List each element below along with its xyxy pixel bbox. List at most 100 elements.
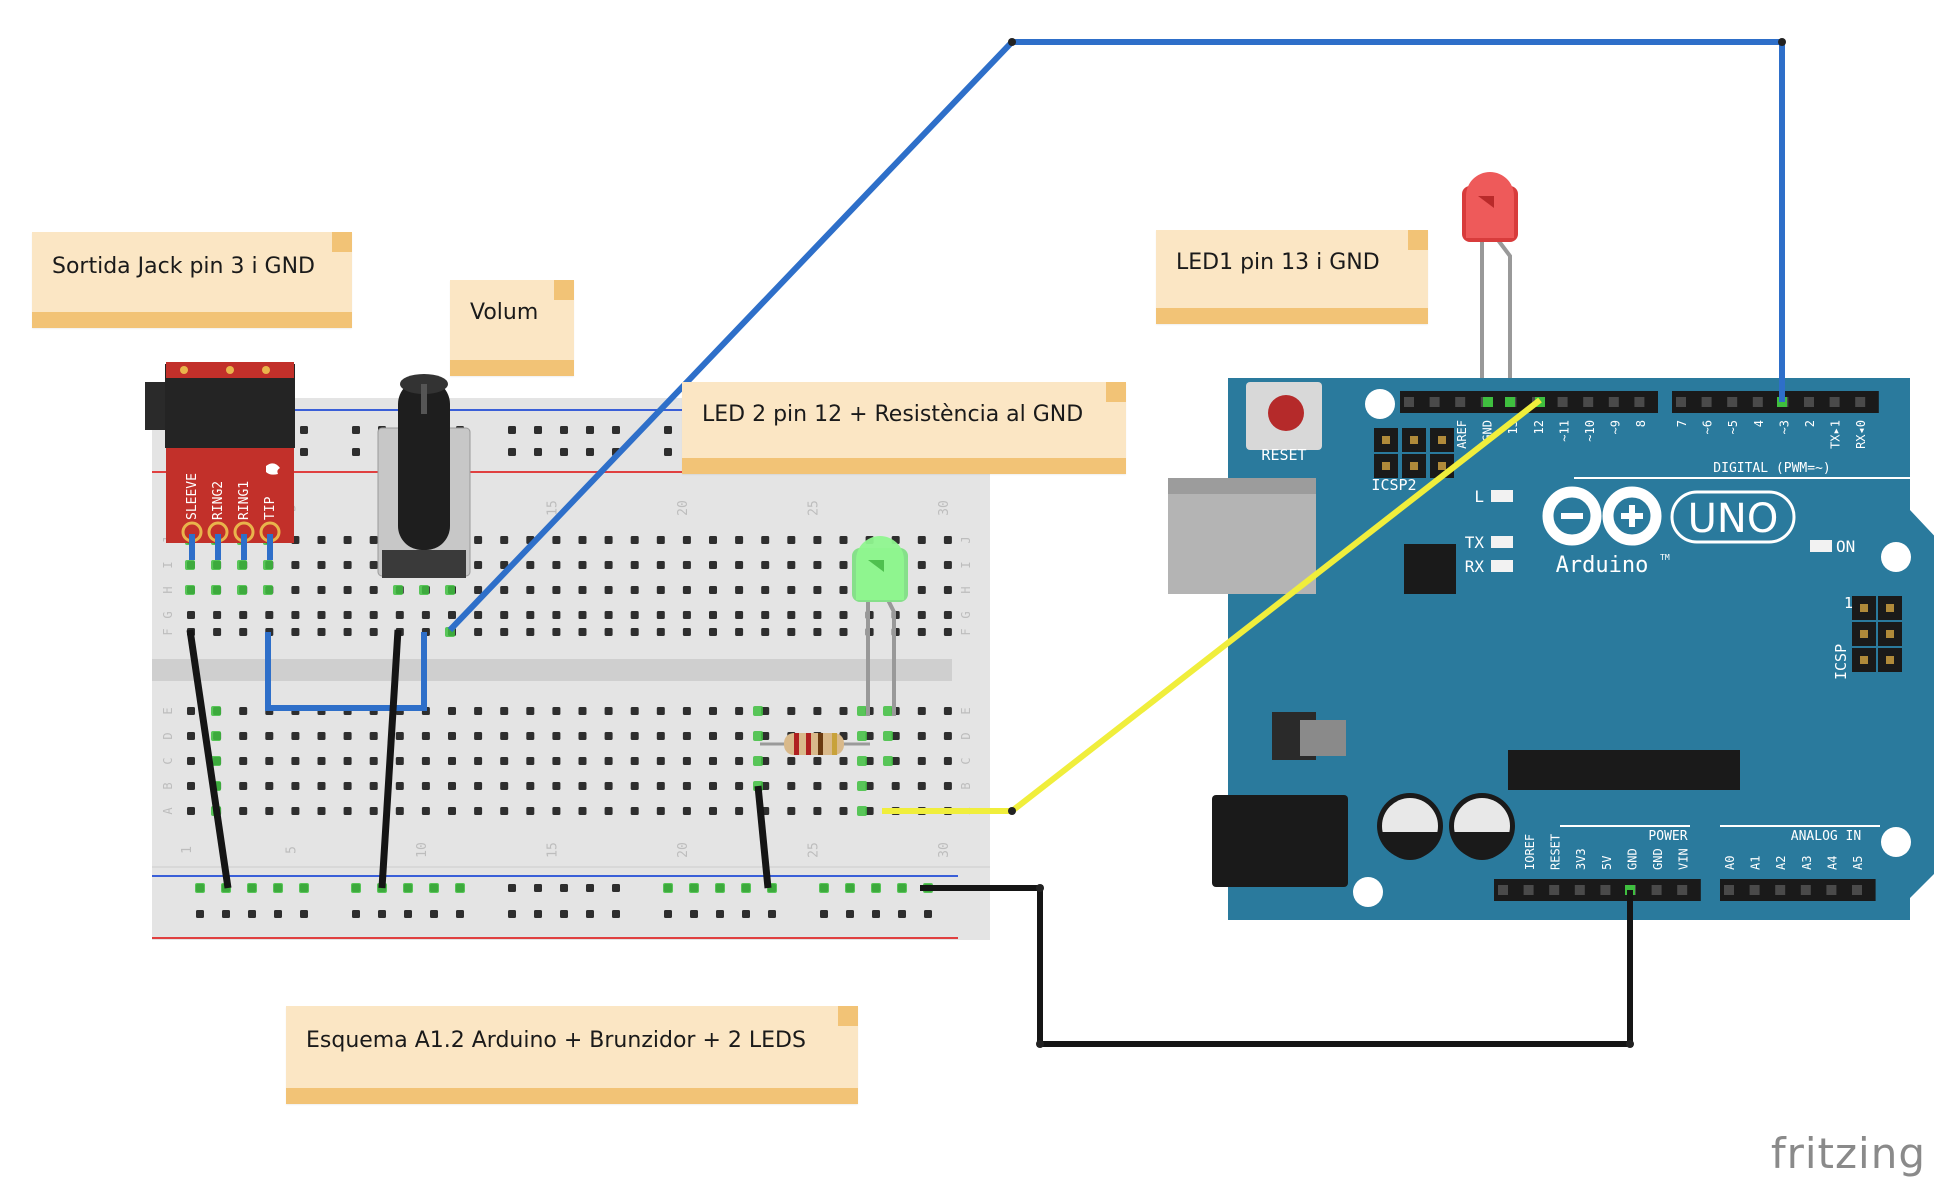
breadboard-hole: [735, 707, 744, 715]
jack-pin-label: RING2: [211, 481, 226, 520]
rail-hole: [300, 910, 308, 918]
wire-bend-point: [1036, 884, 1044, 892]
icsp-pin: [1860, 604, 1868, 612]
breadboard-hole: [369, 628, 378, 636]
breadboard-hole: [291, 561, 300, 569]
rail-hole: [300, 426, 308, 434]
pot-knob-mark: [421, 384, 427, 414]
breadboard-hole: [891, 732, 900, 740]
breadboard-hole: [682, 611, 691, 619]
breadboard-hole: [369, 807, 378, 815]
note-led1-text: LED1 pin 13 i GND: [1176, 250, 1380, 275]
arduino-board: [1228, 378, 1934, 920]
pot-knob: [398, 380, 450, 550]
jack-pins: [181, 521, 281, 560]
breadboard-hole: [630, 536, 639, 544]
breadboard-hole-connected: [663, 883, 673, 893]
header-pin: [1676, 397, 1686, 407]
breadboard-hole: [343, 628, 352, 636]
mounting-hole: [1365, 389, 1395, 419]
breadboard: 115510101515202025253030JJIIHHGGFFEEDDCC…: [152, 398, 990, 940]
breadboard-hole: [630, 561, 639, 569]
jack-pin-label: SLEEVE: [185, 473, 200, 520]
header-pin-connected: [1505, 397, 1515, 407]
breadboard-hole: [448, 732, 456, 740]
header-pin: [1749, 885, 1760, 895]
header-pin: [1701, 397, 1712, 407]
breadboard-hole: [656, 586, 665, 594]
breadboard-hole-connected: [211, 731, 221, 741]
led-rx-label: RX: [1465, 557, 1485, 576]
breadboard-hole: [709, 757, 717, 765]
reset-button[interactable]: [1268, 395, 1304, 431]
breadboard-hole: [578, 628, 587, 636]
breadboard-hole-connected: [393, 585, 403, 595]
green-led-anvil: [868, 560, 884, 572]
power-pin-label: VIN: [1677, 848, 1691, 870]
wire-bend-point: [1008, 807, 1016, 815]
breadboard-hole: [630, 732, 639, 740]
breadboard-hole: [552, 807, 561, 815]
breadboard-hole: [839, 586, 848, 594]
breadboard-hole: [369, 586, 378, 594]
power-pin-label: 5V: [1600, 856, 1614, 870]
led-tx-indicator: [1491, 536, 1513, 548]
rail-hole: [872, 910, 880, 918]
breadboard-hole: [761, 707, 770, 715]
breadboard-labels: 115510101515202025253030JJIIHHGGFFEEDDCC…: [161, 500, 973, 858]
breadboard-hole: [317, 732, 326, 740]
breadboard-hole-connected: [237, 585, 247, 595]
breadboard-hole-connected: [753, 706, 763, 716]
icsp-pin: [1886, 630, 1894, 638]
power-pin-label: RESET: [1549, 834, 1563, 870]
header-pin: [1724, 885, 1734, 895]
potentiometer: [377, 374, 471, 578]
power-jack: [1212, 795, 1348, 887]
analog-header: [1720, 879, 1876, 901]
icsp2-pin: [1410, 462, 1418, 470]
header-pin: [1651, 885, 1662, 895]
breadboard-hole: [709, 732, 717, 740]
breadboard-hole: [917, 707, 926, 715]
breadboard-hole: [578, 586, 587, 594]
breadboard-hole: [604, 782, 613, 790]
pot-base: [382, 550, 466, 578]
header-pin: [1855, 397, 1866, 407]
chip-main: [1508, 750, 1740, 790]
mounting-hole: [1881, 827, 1911, 857]
breadboard-hole: [709, 536, 717, 544]
breadboard-hole: [500, 782, 509, 790]
digital-pin-label: RX◂0: [1854, 420, 1868, 449]
resistor-band-3: [818, 733, 823, 755]
row-letter: I: [161, 561, 175, 568]
jack-pad: [226, 366, 234, 374]
power-pin-label: 3V3: [1574, 848, 1588, 870]
breadboard-hole: [578, 807, 587, 815]
breadboard-hole: [682, 807, 691, 815]
breadboard-hole: [787, 807, 796, 815]
breadboard-hole: [187, 707, 195, 715]
breadboard-hole-connected: [883, 731, 893, 741]
power-pin-label: GND: [1651, 848, 1665, 870]
reset-label: RESET: [1261, 446, 1306, 464]
breadboard-hole: [917, 757, 926, 765]
rail-hole: [664, 448, 672, 456]
rail-hole: [742, 910, 750, 918]
header-pin: [1574, 885, 1585, 895]
breadboard-hole: [865, 782, 874, 790]
breadboard-hole: [630, 611, 639, 619]
column-number: 1: [180, 846, 195, 854]
breadboard-hole: [943, 611, 952, 619]
breadboard-hole: [813, 536, 822, 544]
voltage-regulator-tab: [1300, 720, 1346, 756]
breadboard-hole: [552, 611, 561, 619]
breadboard-hole: [604, 707, 613, 715]
breadboard-hole: [787, 536, 796, 544]
breadboard-hole: [604, 628, 613, 636]
rail-hole: [534, 448, 542, 456]
breadboard-hole: [839, 561, 848, 569]
breadboard-hole-connected: [715, 883, 725, 893]
breadboard-hole: [187, 807, 195, 815]
breadboard-hole: [474, 561, 483, 569]
rail-hole: [456, 910, 464, 918]
